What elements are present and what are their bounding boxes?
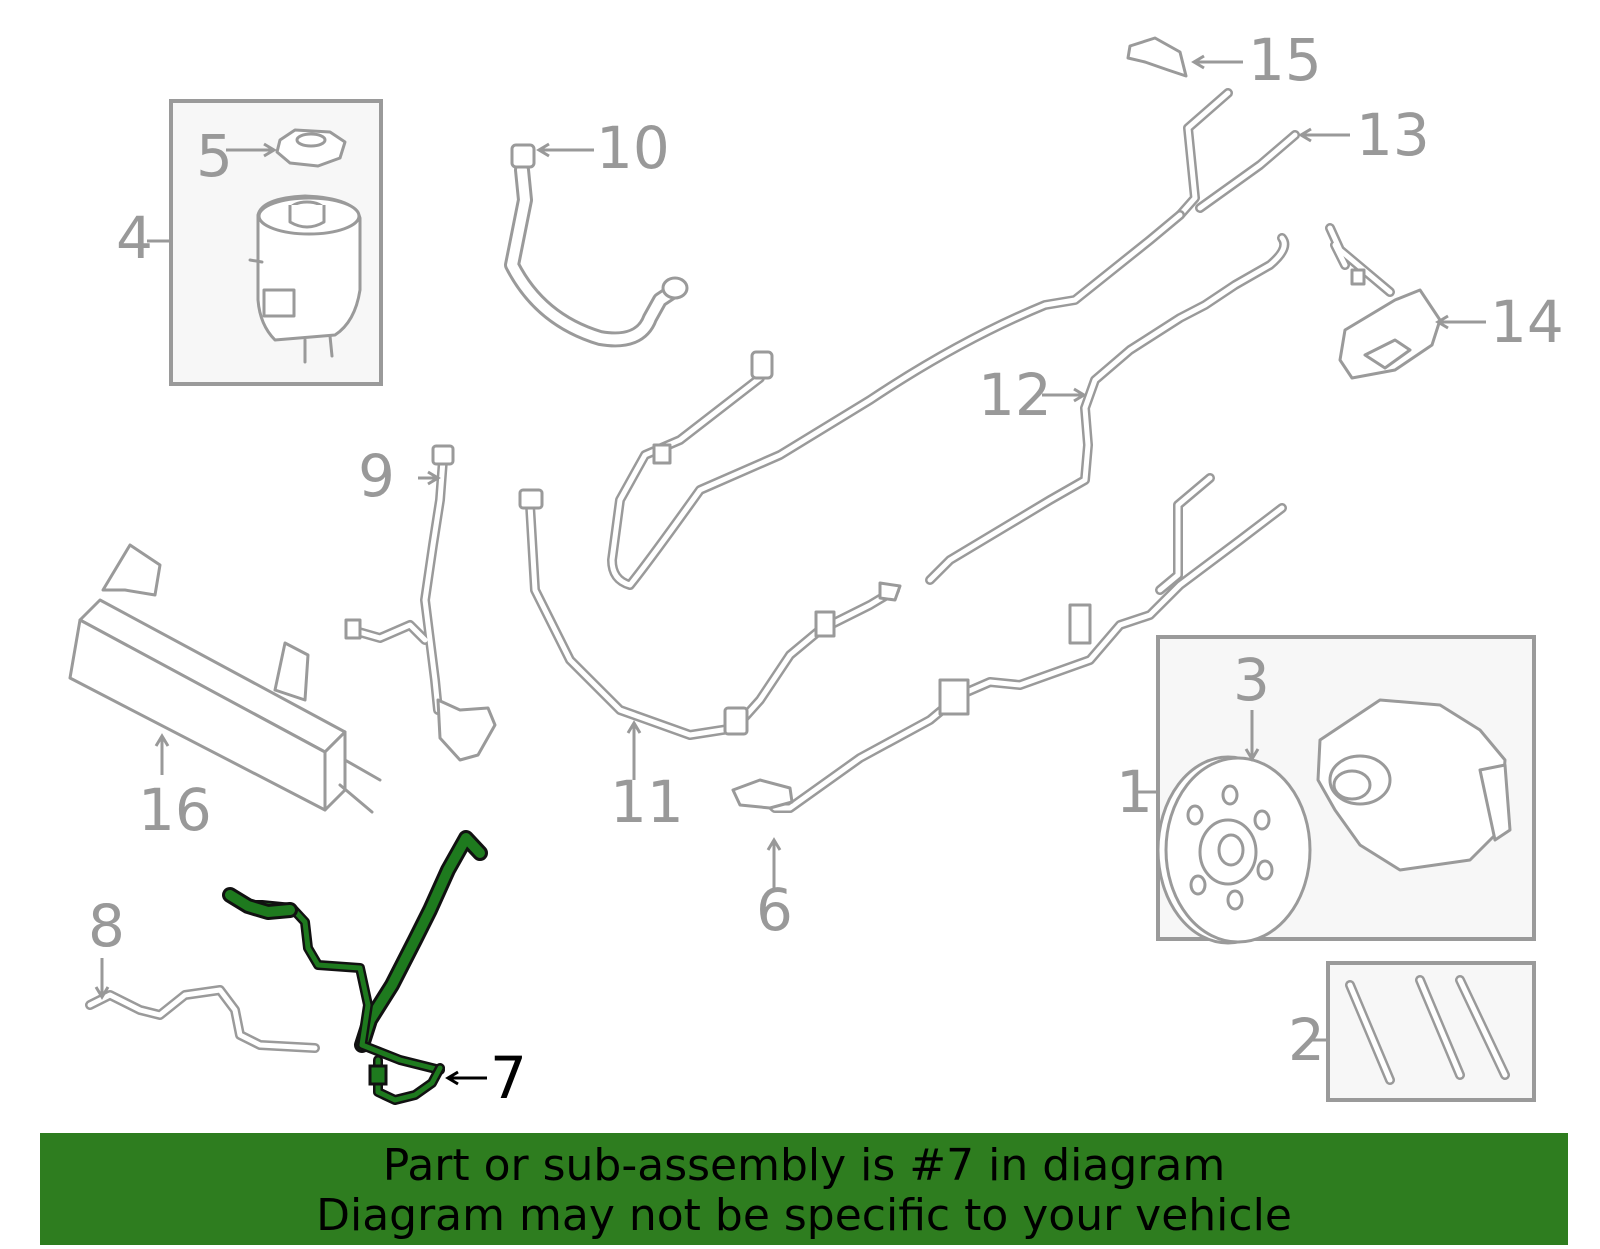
part-10-hose[interactable] <box>504 143 689 348</box>
callout-1: 1 <box>1116 758 1153 826</box>
part-9-hose[interactable] <box>344 444 497 762</box>
part-15-clip[interactable] <box>1126 36 1188 78</box>
pulley-holes <box>1186 784 1274 911</box>
callout-4: 4 <box>116 204 153 272</box>
callout-2: 2 <box>1288 1006 1325 1074</box>
callout-7: 7 <box>490 1044 527 1112</box>
banner-line-2: Diagram may not be specific to your vehi… <box>316 1190 1292 1241</box>
callout-5: 5 <box>196 122 233 190</box>
part-1-power-steering-pump[interactable] <box>1156 635 1536 945</box>
callout-15: 15 <box>1248 26 1322 94</box>
part-2-bolts[interactable] <box>1326 961 1536 1102</box>
callout-10: 10 <box>596 114 670 182</box>
callout-arrows <box>94 54 1486 1086</box>
info-banner: Part or sub-assembly is #7 in diagram Di… <box>40 1133 1568 1245</box>
part-4-reservoir-assembly[interactable] <box>169 99 383 386</box>
part-7-highlighted-hose[interactable] <box>222 830 488 1105</box>
callout-9: 9 <box>358 442 395 510</box>
callout-16: 16 <box>138 776 212 844</box>
part-8-hose[interactable] <box>85 985 320 1053</box>
callout-14: 14 <box>1490 288 1564 356</box>
callout-8: 8 <box>88 892 125 960</box>
callout-13: 13 <box>1356 101 1430 169</box>
part-6-line[interactable] <box>731 473 1287 813</box>
callout-3: 3 <box>1233 646 1270 714</box>
banner-line-1: Part or sub-assembly is #7 in diagram <box>382 1140 1226 1191</box>
callout-12: 12 <box>978 361 1052 429</box>
part-14-pressure-switch[interactable] <box>1325 223 1442 380</box>
part-12-return-hose[interactable] <box>925 233 1290 585</box>
part-16-cooler[interactable] <box>68 543 382 814</box>
part-13-pressure-line[interactable] <box>607 88 1300 590</box>
callout-6: 6 <box>756 876 793 944</box>
part-11-hose[interactable] <box>518 488 902 740</box>
callout-11: 11 <box>610 768 684 836</box>
